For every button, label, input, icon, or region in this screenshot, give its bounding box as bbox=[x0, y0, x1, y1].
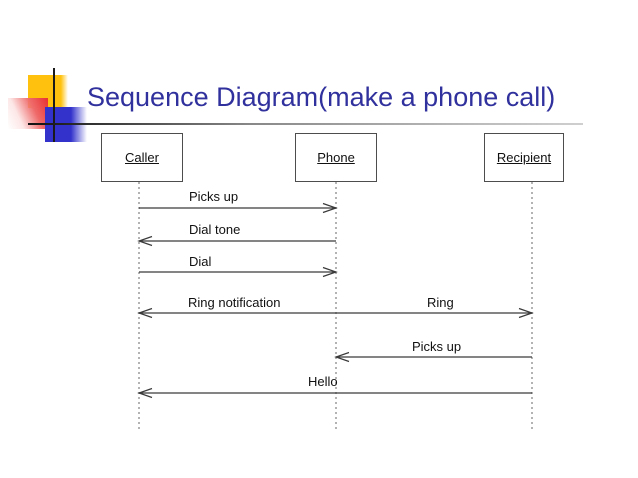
message-arrow-dial bbox=[139, 266, 338, 278]
slide-title: Sequence Diagram(make a phone call) bbox=[87, 82, 556, 112]
message-arrow-picks-up-2 bbox=[334, 351, 532, 363]
message-arrow-hello bbox=[137, 387, 532, 399]
message-label-ring: Ring bbox=[427, 295, 454, 310]
actor-box-phone: Phone bbox=[295, 133, 377, 182]
actor-label-caller: Caller bbox=[125, 150, 159, 165]
title-underline bbox=[28, 123, 583, 125]
message-label-picks-up: Picks up bbox=[189, 189, 239, 204]
message-arrow-ring-double bbox=[137, 307, 534, 319]
message-label-ring-notification: Ring notification bbox=[188, 295, 281, 310]
message-arrow-picks-up bbox=[139, 202, 338, 214]
decoration-vertical-line bbox=[53, 68, 55, 142]
message-label-dial-tone: Dial tone bbox=[189, 222, 241, 237]
actor-label-recipient: Recipient bbox=[496, 150, 552, 165]
message-label-dial: Dial bbox=[189, 254, 212, 269]
message-arrow-dial-tone bbox=[137, 235, 336, 247]
actor-box-recipient: Recipient bbox=[484, 133, 564, 182]
actor-label-phone: Phone bbox=[317, 150, 355, 165]
message-label-hello: Hello bbox=[308, 374, 338, 389]
actor-box-caller: Caller bbox=[101, 133, 183, 182]
message-label-picks-up-2: Picks up bbox=[412, 339, 462, 354]
